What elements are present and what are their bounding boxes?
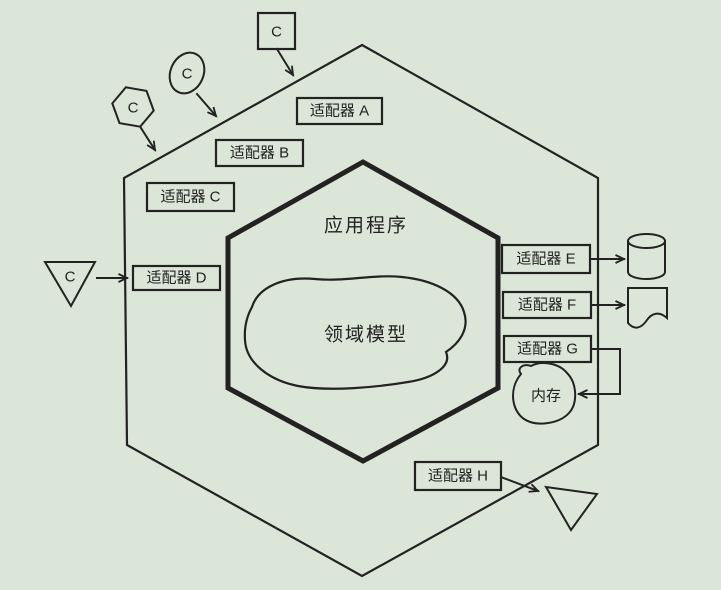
actor-ellipse [168,51,206,95]
arrow-adapter-g-to-memory [576,348,621,399]
memory-label: 内存 [531,388,561,405]
outer-hexagon [122,43,600,578]
adapter-d-label: 适配器 D [146,270,206,287]
arrow-hexagon-to-hexagon [139,126,157,152]
document-shape [627,287,668,329]
adapter-b-label: 适配器 B [230,145,289,162]
actor-hexagon-label: C [128,100,139,117]
adapter-h-label: 适配器 H [428,468,488,485]
arrow-square-to-hexagon [275,47,295,77]
adapter-box-e: 适配器 E [500,243,592,275]
arrow-adapter-h-to-triangle [499,475,540,493]
adapter-c-label: 适配器 C [160,189,220,206]
adapter-f-label: 适配器 F [518,297,576,314]
adapter-box-a: 适配器 A [295,96,384,126]
adapter-box-b: 适配器 B [214,138,305,168]
adapter-box-f: 适配器 F [501,290,593,320]
actor-ellipse-label: C [182,66,193,83]
actor-triangle [43,261,97,309]
arrow-ellipse-to-hexagon [195,92,218,118]
bottom-triangle [544,485,599,532]
adapter-box-c: 适配器 C [145,181,236,213]
actor-triangle-label: C [65,269,76,286]
memory-blob [512,362,577,425]
inner-hexagon-application [225,159,501,464]
adapter-g-label: 适配器 G [517,341,578,358]
actor-hexagon [111,86,155,128]
application-label: 应用程序 [324,215,408,237]
database-cylinder [627,233,666,280]
adapter-a-label: 适配器 A [310,103,369,120]
domain-model-label: 领域模型 [324,324,408,346]
actor-square-label: C [271,24,282,41]
adapter-e-label: 适配器 E [516,251,575,268]
adapter-box-d: 适配器 D [131,264,222,292]
domain-model-blob [243,275,467,390]
adapter-box-h: 适配器 H [413,460,503,492]
adapter-box-g: 适配器 G [502,334,593,364]
